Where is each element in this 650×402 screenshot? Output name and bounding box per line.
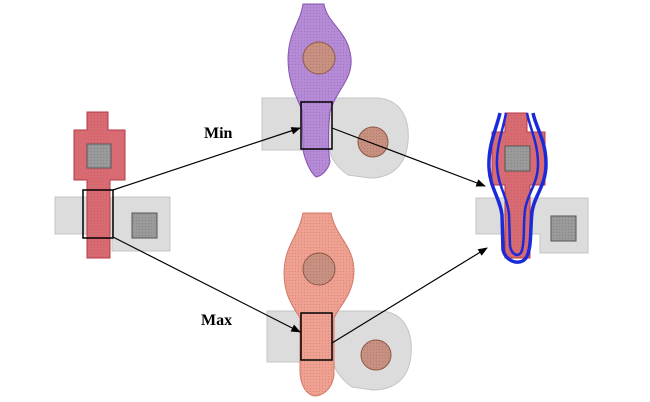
flow-arrows bbox=[112, 127, 488, 344]
selection-window bbox=[300, 101, 333, 150]
max-condition-layout bbox=[266, 212, 412, 397]
min-label: Min bbox=[204, 125, 233, 142]
contour-inner bbox=[495, 112, 540, 257]
contour-outer bbox=[487, 112, 548, 264]
diffusion-region bbox=[261, 97, 409, 179]
selection-window bbox=[82, 189, 114, 239]
diffusion-region bbox=[54, 196, 88, 235]
contour-result-layout bbox=[475, 112, 589, 264]
arrow-to-max bbox=[112, 236, 301, 333]
min-condition-layout bbox=[261, 3, 409, 179]
max-label: Max bbox=[201, 312, 233, 329]
arrow-min-to-result bbox=[331, 127, 486, 187]
original-layout bbox=[54, 111, 171, 259]
arrow-max-to-result bbox=[331, 247, 488, 344]
arrow-to-min bbox=[112, 127, 301, 191]
selection-window bbox=[300, 312, 333, 361]
